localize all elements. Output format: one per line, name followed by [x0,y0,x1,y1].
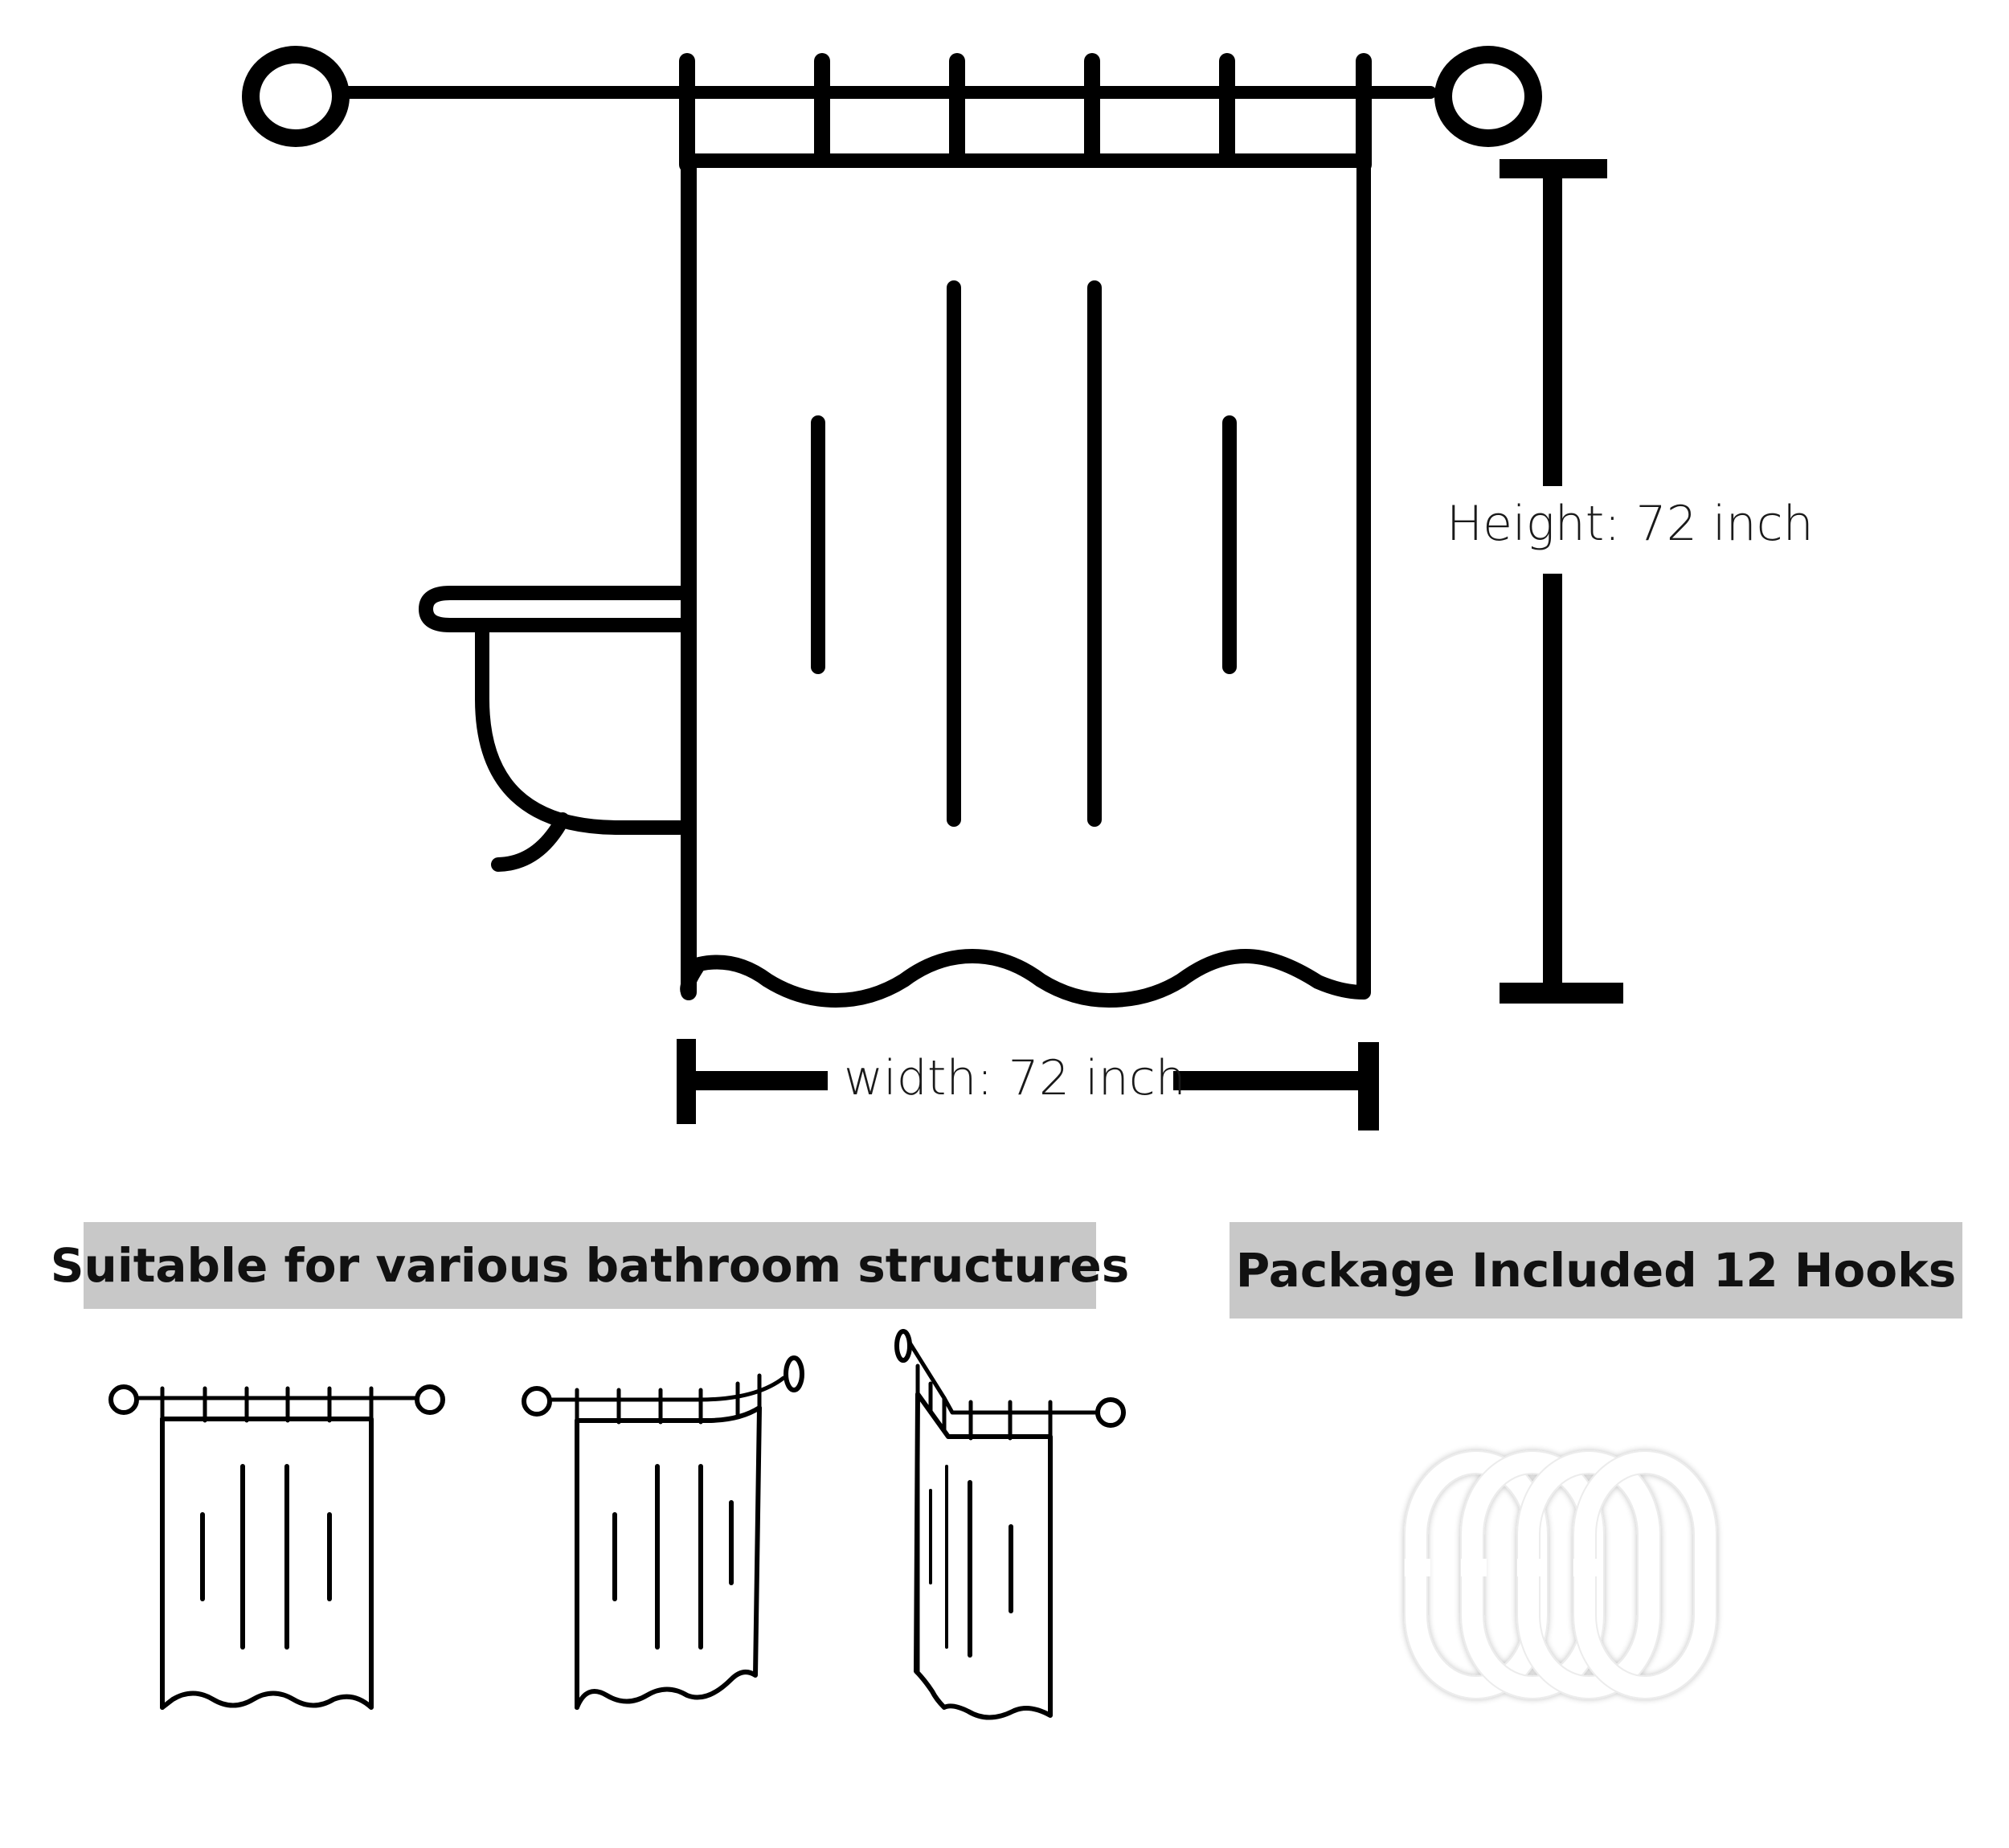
main-curtain-diagram [242,46,1623,1130]
width-label: width: 72 inch [844,1050,1186,1106]
package-title: Package Included 12 Hooks [1235,1243,1957,1298]
structures-title: Suitable for various bathroom structures [50,1238,1130,1293]
height-dimension-arrow [1500,159,1623,1004]
straight-rod-curtain-icon [108,1384,445,1710]
structures-banner: Suitable for various bathroom structures [51,1222,1129,1309]
curtain-hook-ring-icon [1404,1450,1717,1699]
package-banner: Package Included 12 Hooks [1230,1222,1962,1319]
height-label: Height: 72 inch [1446,496,1814,552]
curved-rod-curtain-icon [522,1355,804,1710]
corner-rod-curtain-icon [894,1329,1126,1720]
curtain-rod-icon [242,46,1542,173]
toilet-icon [419,586,687,872]
width-dimension-arrow [677,1039,1379,1130]
shower-curtain-icon [680,153,1371,1008]
structure-variants [108,1329,1126,1720]
